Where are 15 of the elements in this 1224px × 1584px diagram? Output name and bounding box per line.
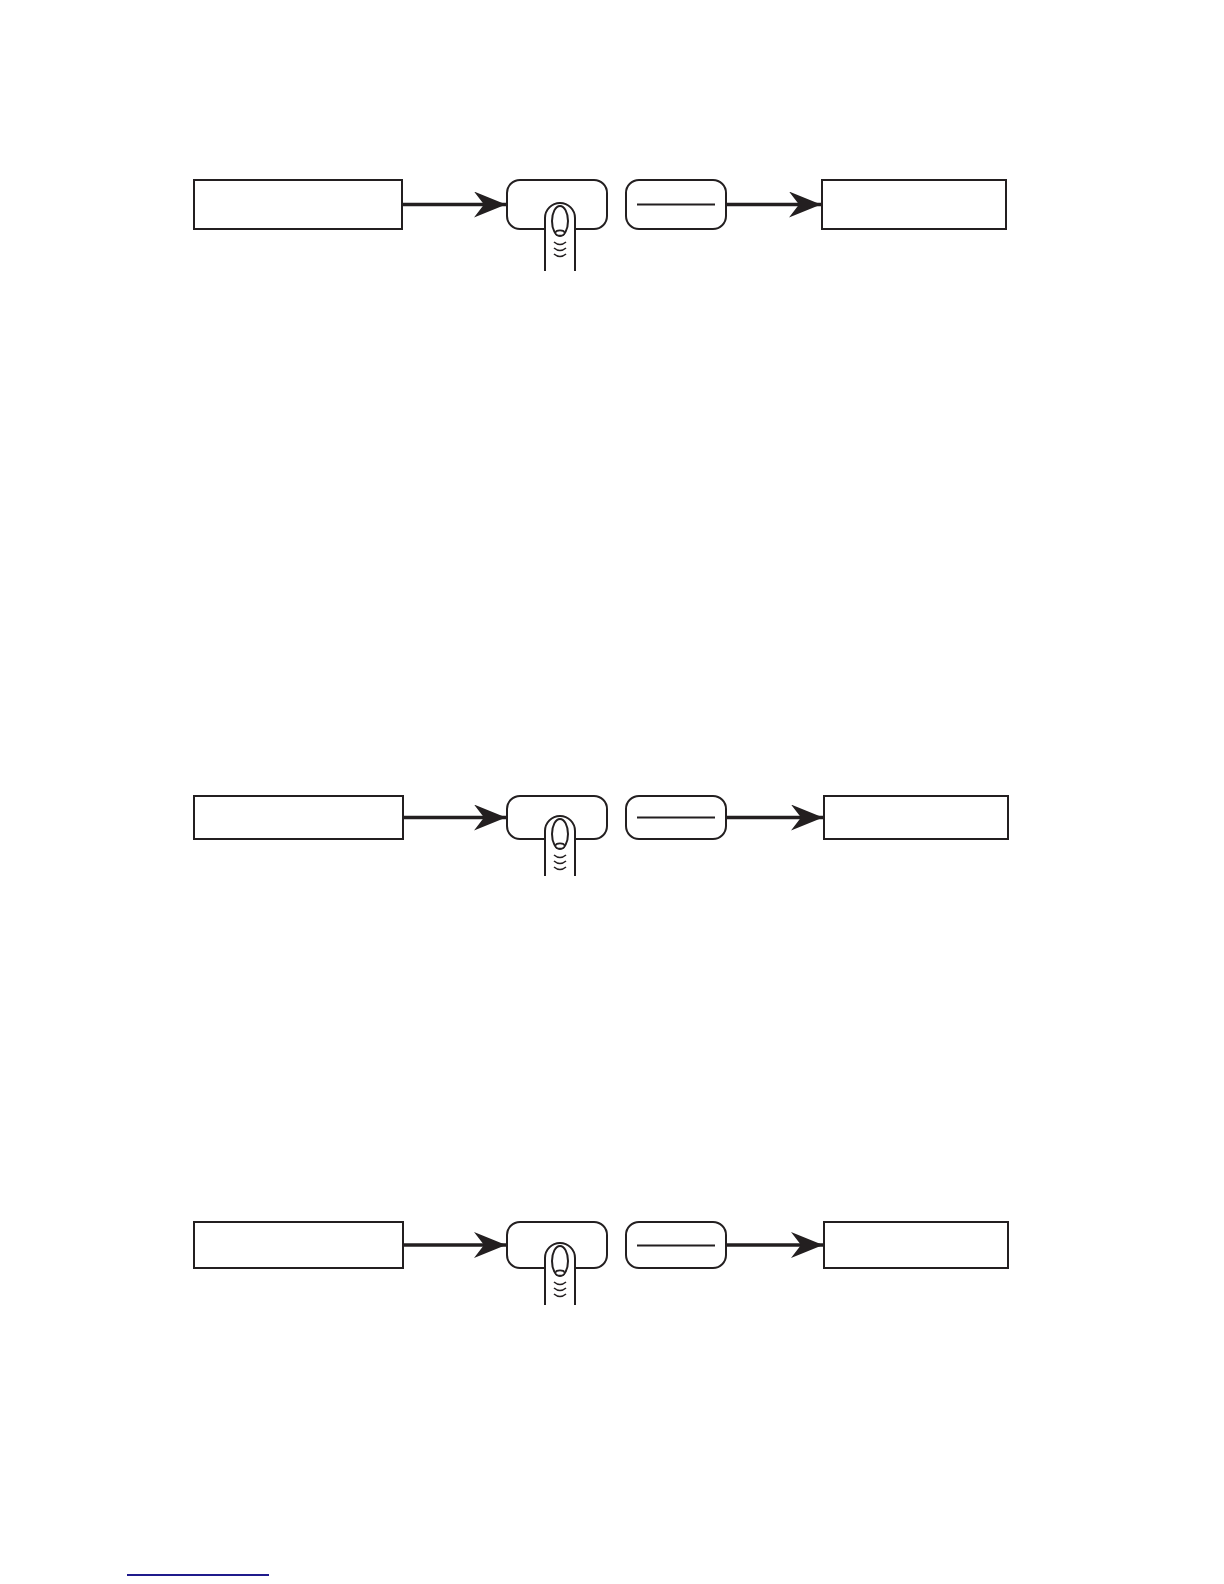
arrow xyxy=(404,1232,506,1258)
push-button xyxy=(625,1221,727,1269)
display-box xyxy=(823,1221,1009,1269)
arrow xyxy=(727,804,823,831)
display-box xyxy=(193,1221,404,1269)
push-button xyxy=(625,179,727,230)
arrow xyxy=(727,1232,823,1258)
display-box xyxy=(823,795,1009,840)
arrow xyxy=(727,191,821,218)
push-button xyxy=(625,795,727,840)
display-box xyxy=(821,179,1007,230)
display-box xyxy=(193,179,403,230)
display-box xyxy=(193,795,404,840)
arrow xyxy=(403,191,506,218)
arrow xyxy=(404,804,506,831)
